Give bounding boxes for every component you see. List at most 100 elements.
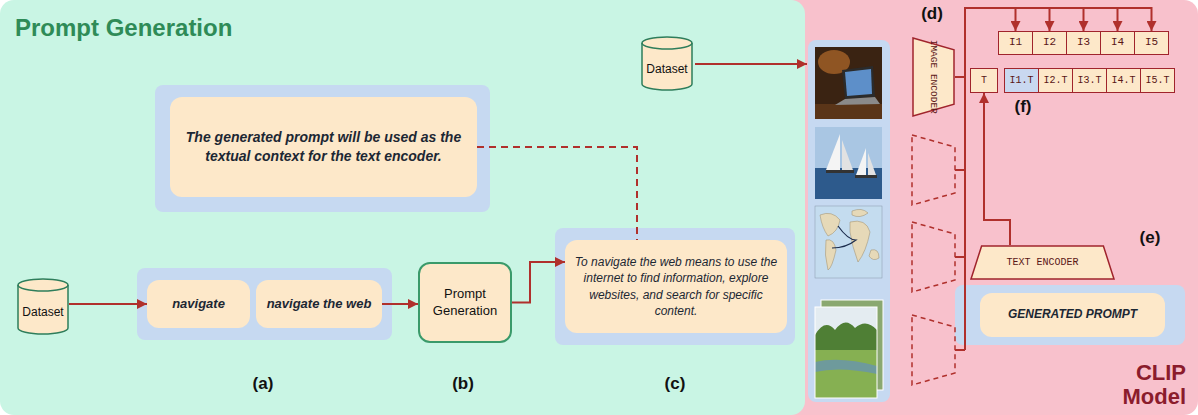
grass	[815, 350, 877, 398]
box-text: I3	[1077, 36, 1090, 49]
river	[815, 360, 877, 374]
box-text: IMAGE ENCODER	[929, 40, 939, 114]
connector	[512, 262, 565, 303]
trees	[815, 322, 877, 350]
sail	[826, 134, 840, 170]
prompt-panel-ground	[0, 0, 805, 415]
similarity-cell: I5.T	[1140, 68, 1175, 93]
panel-title: CLIP Model	[1106, 361, 1186, 409]
laptop-base	[835, 97, 880, 105]
bus-stub	[955, 256, 965, 258]
panel-region: CLIP Model IMAGE ENCODER I1 I2 I3 I4 I5T I1.T I2…	[795, 0, 1198, 415]
container-box	[155, 85, 490, 212]
continent	[869, 250, 879, 260]
label-holder: (b)	[433, 374, 493, 394]
embedding-cell: I5	[1134, 31, 1169, 55]
database-cylinder-shape	[642, 43, 692, 49]
process-box: Prompt Generation	[418, 262, 512, 343]
connector	[955, 8, 1152, 77]
embedding-cell: I2	[1032, 31, 1067, 55]
connector	[477, 147, 637, 240]
continent	[820, 213, 840, 236]
box-text: Dataset	[646, 62, 687, 76]
route-line	[832, 226, 856, 248]
similarity-cell: I1.T	[1004, 68, 1039, 93]
prompt-box: GENERATED PROMPT	[980, 293, 1165, 337]
encoder-copy	[912, 135, 955, 205]
hull	[826, 170, 854, 173]
note-box: The generated prompt will be used as the…	[170, 97, 477, 197]
photo-map	[815, 206, 882, 278]
table	[815, 104, 882, 119]
embedding-cell: I4	[1100, 31, 1135, 55]
embedding-cell: I3	[1066, 31, 1101, 55]
connector	[69, 303, 147, 305]
continent	[852, 209, 868, 216]
panel-letter: (b)	[433, 374, 493, 394]
label-holder: (e)	[1120, 228, 1180, 248]
container-box	[955, 285, 1185, 345]
box-text: navigate the web	[267, 296, 372, 313]
photo-sailboats	[815, 127, 882, 199]
connector	[955, 8, 1118, 77]
panel-title: Prompt Generation	[15, 14, 232, 43]
encoder-trapezoid: TEXT ENCODER	[970, 245, 1115, 280]
photo-river	[815, 307, 877, 398]
database-cylinder-shape	[18, 285, 68, 291]
box-text: I2.T	[1043, 75, 1067, 87]
laptop-screen	[845, 69, 872, 96]
similarity-cell: I3.T	[1072, 68, 1107, 93]
sail	[842, 140, 853, 170]
keyword-box: navigate the web	[256, 280, 382, 328]
box-text: GENERATED PROMPT	[1008, 307, 1137, 323]
database-cylinder-shape	[18, 279, 68, 334]
container-box	[137, 268, 392, 340]
bus-stub	[955, 349, 965, 351]
photo-frame	[815, 307, 877, 398]
panel-letter: (f)	[993, 97, 1053, 117]
box-text: I2	[1043, 36, 1056, 49]
panel-letter: (e)	[1120, 228, 1180, 248]
bus-line	[964, 76, 966, 350]
bus-stub	[955, 169, 965, 171]
box-text: T	[981, 75, 987, 87]
box-text: To navigate the web means to use the int…	[573, 254, 779, 319]
label-holder: (a)	[233, 374, 293, 394]
flow-arrow	[695, 63, 807, 65]
similarity-cell: I2.T	[1038, 68, 1073, 93]
box-text: I5.T	[1145, 75, 1169, 87]
box-text: I1	[1009, 36, 1022, 49]
similarity-cell: I4.T	[1106, 68, 1141, 93]
encoder-trapezoid-shape	[971, 246, 1114, 279]
database-cylinder: Dataset	[641, 37, 693, 91]
hull	[855, 175, 877, 178]
box-text: The generated prompt will be used as the…	[178, 128, 469, 166]
box-text: TEXT ENCODER	[1006, 257, 1078, 269]
box-text: I5	[1145, 36, 1158, 49]
box-text: navigate	[172, 296, 225, 313]
connector	[955, 8, 1084, 77]
sail	[868, 153, 876, 175]
connector	[984, 93, 1010, 245]
label-holder: (f)	[993, 97, 1053, 117]
panel-letter: (d)	[902, 4, 962, 24]
box-text: I1.T	[1009, 75, 1033, 87]
box-text: I3.T	[1077, 75, 1101, 87]
encoder-copy	[912, 222, 955, 292]
image-column	[808, 40, 890, 402]
box-text: Prompt Generation	[428, 286, 502, 320]
keyword-box: navigate	[147, 280, 250, 328]
container-box	[555, 228, 795, 345]
box-text: I4	[1111, 36, 1124, 49]
continent	[825, 240, 836, 270]
box-text: Dataset	[22, 305, 63, 319]
panel-letter: (c)	[645, 374, 705, 394]
clip-panel-ground	[780, 0, 1198, 415]
database-cylinder: Dataset	[17, 279, 69, 335]
database-cylinder-shape	[642, 37, 692, 90]
box-text: I4.T	[1111, 75, 1135, 87]
embedding-cell: I1	[998, 31, 1033, 55]
